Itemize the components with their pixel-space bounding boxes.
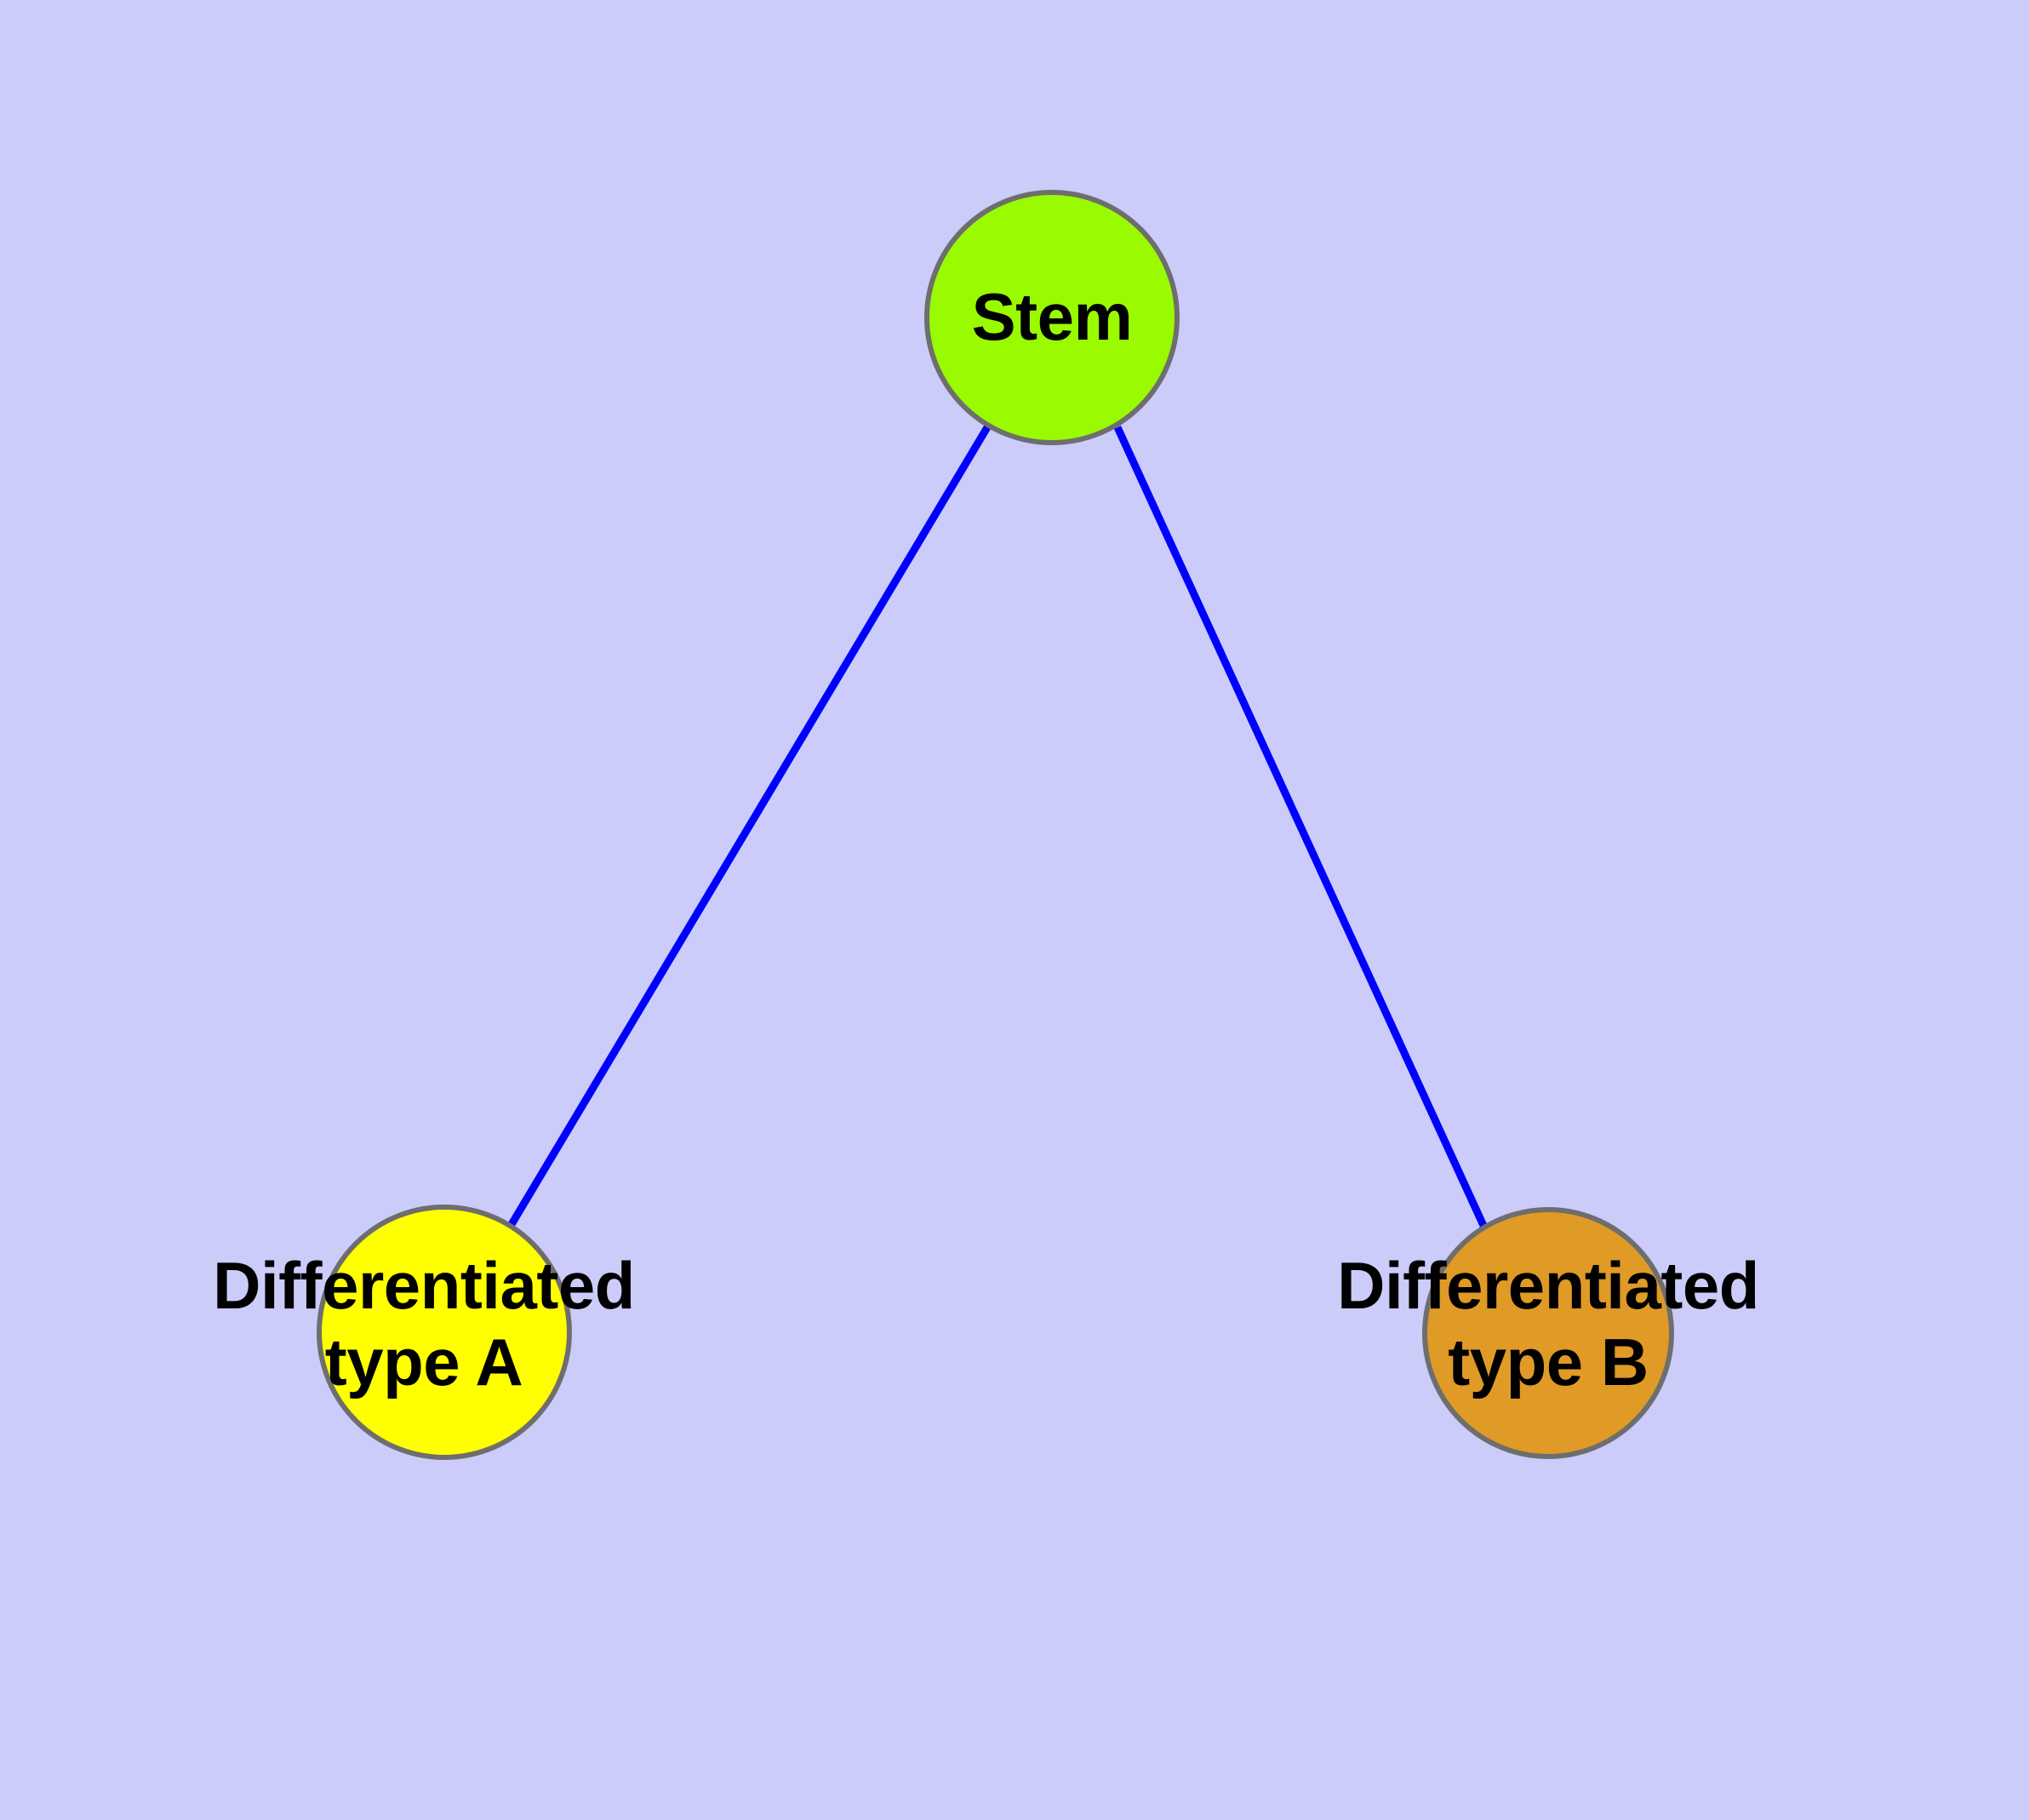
node-differentiated-type-a[interactable] <box>317 1205 572 1460</box>
edge-stem-to-diff-b[interactable] <box>1113 426 1489 1231</box>
node-stem[interactable] <box>924 190 1180 445</box>
node-differentiated-type-b[interactable] <box>1422 1207 1674 1459</box>
edge-stem-to-diff-a[interactable] <box>507 425 991 1228</box>
